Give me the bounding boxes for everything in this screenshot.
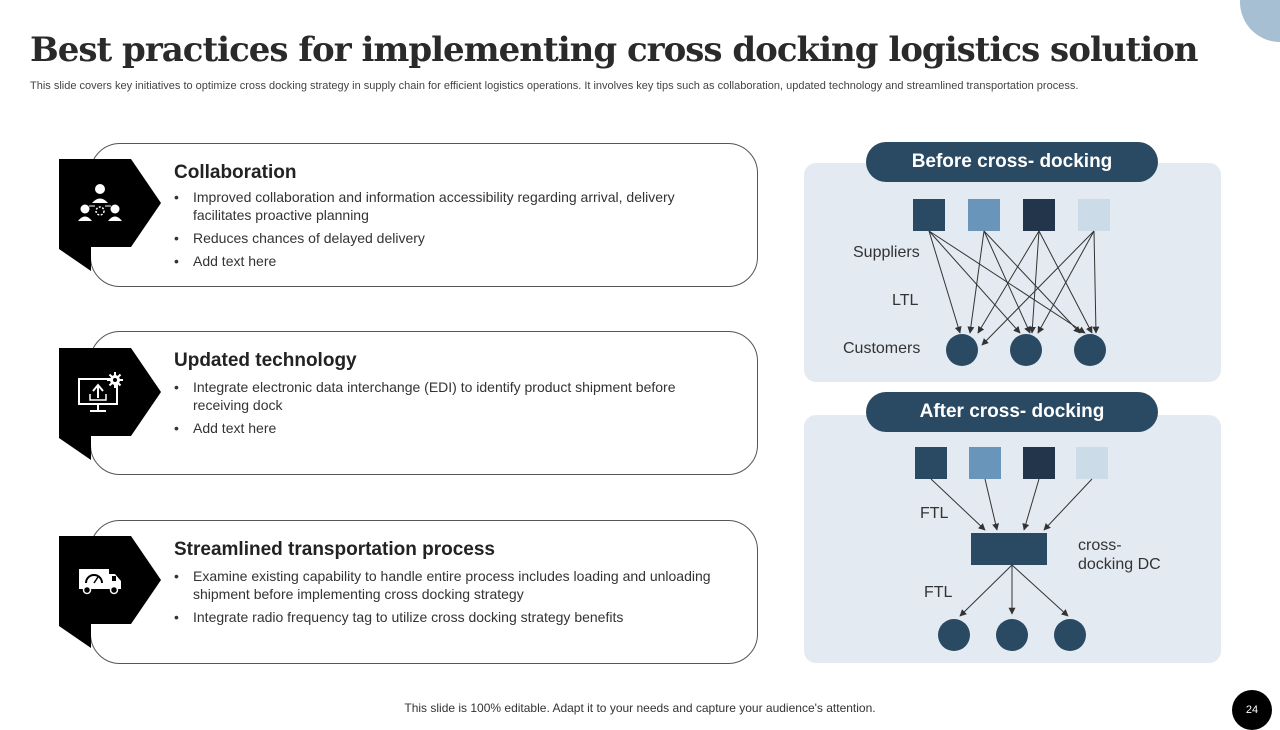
cross-docking-dc-box <box>971 533 1047 565</box>
customer-node <box>1010 334 1042 366</box>
team-collaboration-icon <box>59 159 161 271</box>
bullet-item: Examine existing capability to handle en… <box>174 567 734 603</box>
cross-docking-dc-label-line1: cross- <box>1078 537 1122 554</box>
ftl-inbound-label: FTL <box>920 505 949 522</box>
practice-badge-streamlined-transportation <box>59 536 161 658</box>
ftl-outbound-label: FTL <box>924 584 953 601</box>
practice-badge-updated-technology <box>59 348 161 470</box>
customers-label: Customers <box>843 340 921 357</box>
practice-bullets: Improved collaboration and information a… <box>174 188 734 275</box>
supplier-box <box>1023 199 1055 231</box>
footer-note: This slide is 100% editable. Adapt it to… <box>404 701 876 715</box>
ltl-label: LTL <box>892 292 919 309</box>
bullet-item: Integrate electronic data interchange (E… <box>174 378 734 414</box>
ftl-inbound-arrows <box>930 478 1093 531</box>
practice-title: Streamlined transportation process <box>174 539 495 560</box>
customer-node <box>938 619 970 651</box>
practice-bullets: Examine existing capability to handle en… <box>174 567 734 631</box>
customer-node <box>1054 619 1086 651</box>
ltl-arrows <box>928 230 1100 346</box>
page-subtitle: This slide covers key initiatives to opt… <box>30 80 1079 92</box>
supplier-box <box>1078 199 1110 231</box>
practice-badge-collaboration <box>59 159 161 281</box>
before-cross-docking-heading: Before cross- docking <box>866 142 1158 182</box>
supplier-box <box>1076 447 1108 479</box>
supplier-box <box>913 199 945 231</box>
monitor-upload-gear-icon <box>59 348 161 460</box>
ftl-outbound-arrows <box>959 564 1069 617</box>
bullet-item: Add text here <box>174 419 734 437</box>
supplier-box <box>915 447 947 479</box>
supplier-box <box>969 447 1001 479</box>
suppliers-label: Suppliers <box>853 244 920 261</box>
bullet-item: Reduces chances of delayed delivery <box>174 229 734 247</box>
practice-title: Updated technology <box>174 350 357 371</box>
delivery-truck-icon <box>59 536 161 648</box>
customer-node <box>1074 334 1106 366</box>
practice-title: Collaboration <box>174 162 297 183</box>
bullet-item: Integrate radio frequency tag to utilize… <box>174 608 734 626</box>
after-cross-docking-heading: After cross- docking <box>866 392 1158 432</box>
supplier-box <box>1023 447 1055 479</box>
supplier-box <box>968 199 1000 231</box>
practice-bullets: Integrate electronic data interchange (E… <box>174 378 734 442</box>
bullet-item: Improved collaboration and information a… <box>174 188 734 224</box>
bullet-item: Add text here <box>174 252 734 270</box>
customer-node <box>996 619 1028 651</box>
page-title: Best practices for implementing cross do… <box>30 30 1199 70</box>
customer-node <box>946 334 978 366</box>
page-number: 24 <box>1232 690 1272 730</box>
cross-docking-dc-label-line2: docking DC <box>1078 556 1161 573</box>
